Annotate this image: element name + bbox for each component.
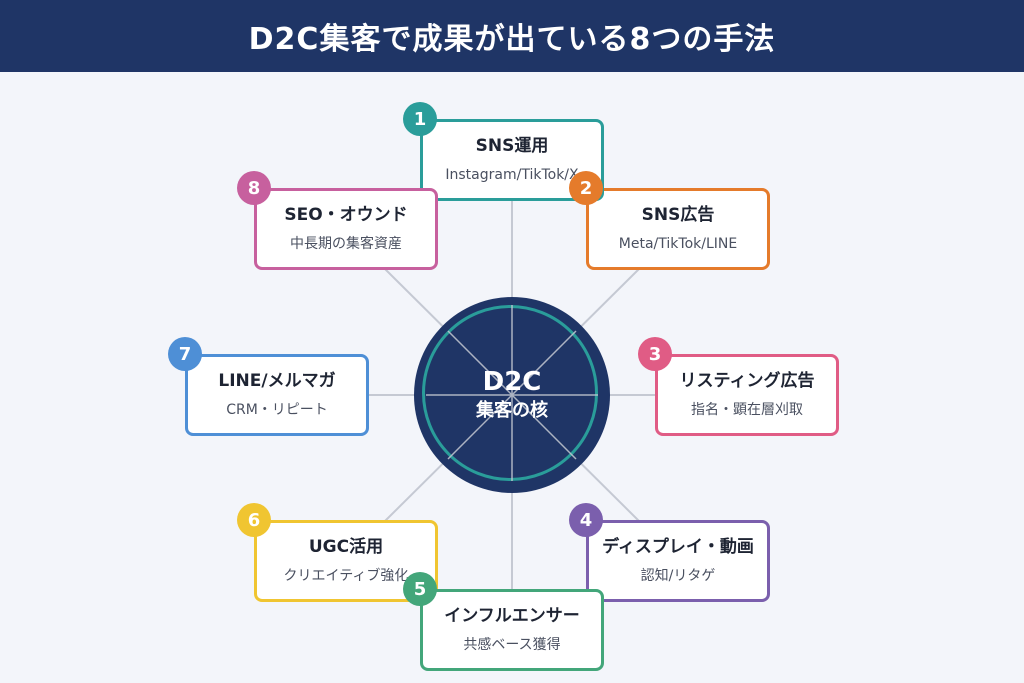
- method-subtitle: 認知/リタゲ: [640, 568, 716, 584]
- method-subtitle: Meta/TikTok/LINE: [618, 236, 738, 252]
- number-badge-5: 5: [403, 572, 437, 606]
- number-badge-8: 8: [237, 171, 271, 205]
- method-title: SEO・オウンド: [284, 205, 408, 225]
- method-subtitle: クリエイティブ強化: [283, 568, 409, 584]
- header-bar: D2C集客で成果が出ている8つの手法: [0, 0, 1024, 72]
- number-badge-1: 1: [403, 102, 437, 136]
- method-title: リスティング広告: [679, 371, 815, 391]
- page-title: D2C集客で成果が出ている8つの手法: [248, 22, 776, 57]
- method-title: LINE/メルマガ: [218, 371, 336, 391]
- number-badge-6: 6: [237, 503, 271, 537]
- method-title: SNS運用: [475, 136, 549, 156]
- hub-ring: [422, 305, 598, 481]
- method-card-2: SNS広告 Meta/TikTok/LINE: [586, 188, 770, 270]
- method-card-8: SEO・オウンド 中長期の集客資産: [254, 188, 438, 270]
- method-card-4: ディスプレイ・動画 認知/リタゲ: [586, 520, 770, 602]
- method-title: ディスプレイ・動画: [602, 537, 754, 557]
- method-subtitle: Instagram/TikTok/X: [445, 167, 579, 183]
- number-badge-4: 4: [569, 503, 603, 537]
- hub-subtitle: 集客の核: [476, 400, 548, 421]
- method-card-7: LINE/メルマガ CRM・リピート: [185, 354, 369, 436]
- method-title: UGC活用: [308, 537, 384, 557]
- number-badge-7: 7: [168, 337, 202, 371]
- method-subtitle: 共感ベース獲得: [463, 637, 561, 653]
- method-card-5: インフルエンサー 共感ベース獲得: [420, 589, 604, 671]
- method-card-3: リスティング広告 指名・顕在層刈取: [655, 354, 839, 436]
- method-subtitle: CRM・リピート: [226, 402, 328, 418]
- hub-label: D2C 集客の核: [414, 297, 610, 493]
- method-subtitle: 中長期の集客資産: [290, 236, 402, 252]
- method-subtitle: 指名・顕在層刈取: [691, 402, 803, 418]
- hub-title: D2C: [482, 367, 542, 397]
- number-badge-3: 3: [638, 337, 672, 371]
- method-title: SNS広告: [641, 205, 715, 225]
- number-badge-2: 2: [569, 171, 603, 205]
- method-title: インフルエンサー: [444, 606, 580, 626]
- method-card-1: SNS運用 Instagram/TikTok/X: [420, 119, 604, 201]
